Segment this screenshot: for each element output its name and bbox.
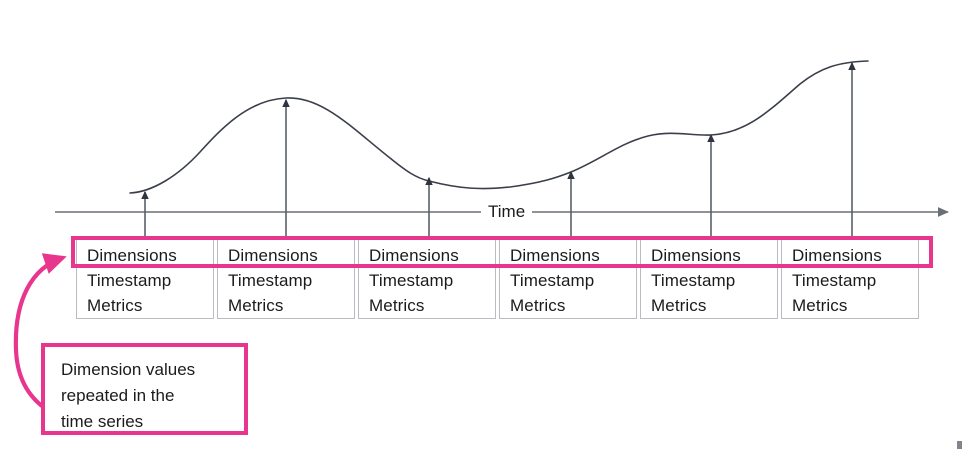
record-box-6[interactable]: Dimensions Timestamp Metrics	[781, 237, 919, 319]
record-field-dimensions: Dimensions	[651, 246, 741, 265]
record-field-metrics: Metrics	[651, 296, 707, 315]
callout-line-1: Dimension values	[61, 360, 196, 379]
sample-arrows-group	[141, 61, 856, 252]
record-field-dimensions: Dimensions	[792, 246, 882, 265]
record-box-3[interactable]: Dimensions Timestamp Metrics	[358, 237, 496, 319]
record-box-2[interactable]: Dimensions Timestamp Metrics	[217, 237, 355, 319]
record-field-metrics: Metrics	[369, 296, 425, 315]
record-field-metrics: Metrics	[510, 296, 566, 315]
time-series-curve	[129, 60, 869, 194]
callout-line-2: repeated in the	[61, 386, 175, 405]
record-field-timestamp: Timestamp	[87, 271, 172, 290]
record-field-timestamp: Timestamp	[369, 271, 454, 290]
dimensions-row-highlight[interactable]	[71, 236, 933, 268]
record-field-metrics: Metrics	[87, 296, 143, 315]
curve-path	[129, 60, 869, 194]
record-box-1[interactable]: Dimensions Timestamp Metrics	[76, 237, 214, 319]
callout-line-3: time series	[61, 412, 144, 431]
record-box-4[interactable]: Dimensions Timestamp Metrics	[499, 237, 637, 319]
time-axis-label: Time	[481, 202, 533, 222]
record-field-dimensions: Dimensions	[510, 246, 600, 265]
record-field-metrics: Metrics	[792, 296, 848, 315]
record-field-timestamp: Timestamp	[792, 271, 877, 290]
callout-annotation-box[interactable]: Dimension values repeated in the time se…	[41, 343, 248, 435]
record-field-metrics: Metrics	[228, 296, 284, 315]
record-field-dimensions: Dimensions	[87, 246, 177, 265]
record-box-5[interactable]: Dimensions Timestamp Metrics	[640, 237, 778, 319]
record-field-timestamp: Timestamp	[228, 271, 313, 290]
record-field-dimensions: Dimensions	[369, 246, 459, 265]
record-field-timestamp: Timestamp	[510, 271, 595, 290]
record-field-timestamp: Timestamp	[651, 271, 736, 290]
record-field-dimensions: Dimensions	[228, 246, 318, 265]
corner-artifact	[957, 441, 962, 449]
